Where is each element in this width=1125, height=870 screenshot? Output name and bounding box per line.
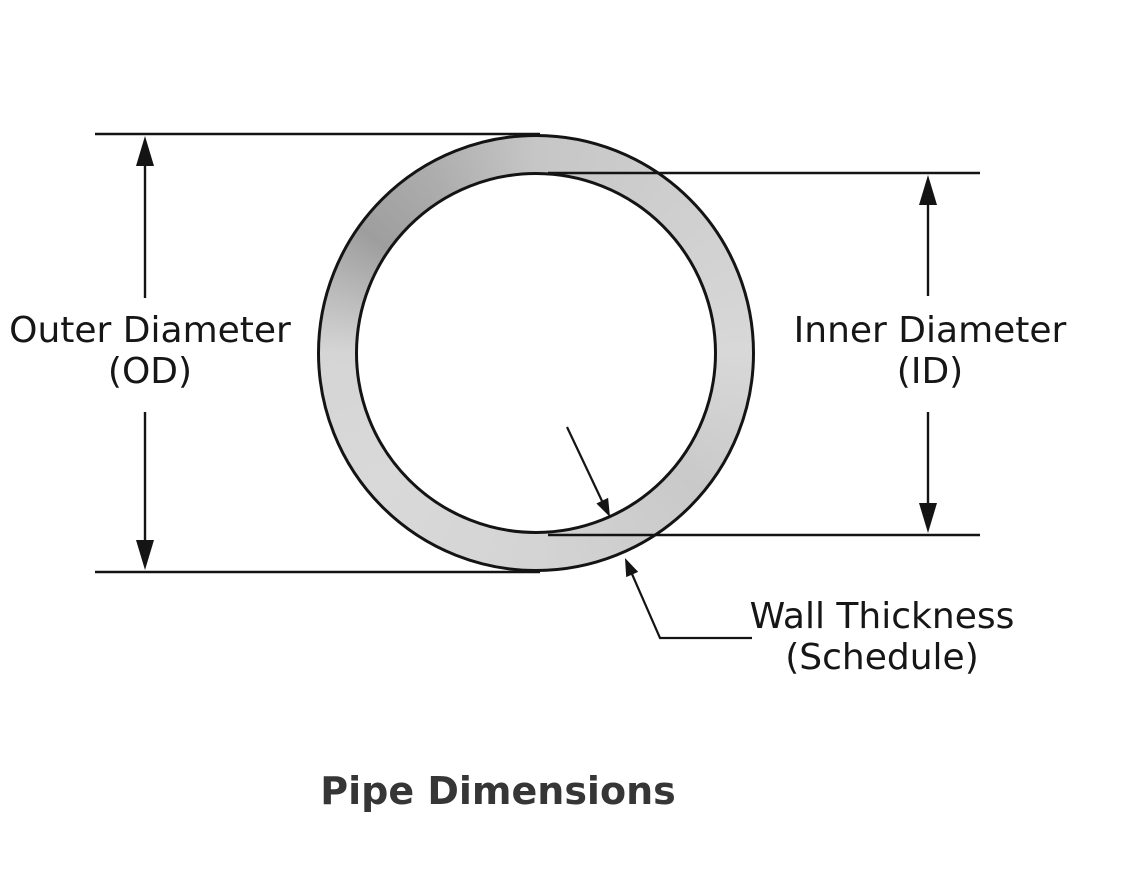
outer-diameter-label-line2: (OD) — [107, 351, 193, 392]
wall-inner-pointer-shaft — [566, 426, 603, 502]
inner-diameter-label-line1: Inner Diameter — [793, 310, 1067, 351]
diagram-title: Pipe Dimensions — [320, 769, 676, 813]
pipe-bore — [355, 172, 717, 534]
wall-thickness-label-line2: (Schedule) — [785, 637, 979, 678]
od-arrowhead-down-icon — [136, 540, 154, 570]
od-arrowhead-up-icon — [136, 136, 154, 166]
inner-diameter-label: Inner Diameter (ID) — [760, 310, 1100, 392]
outer-diameter-label: Outer Diameter (OD) — [0, 310, 320, 392]
wall-thickness-pointers — [566, 426, 752, 640]
wall-inner-arrowhead-icon — [596, 497, 610, 517]
inner-diameter-label-line2: (ID) — [896, 351, 964, 392]
wall-leader-line — [630, 573, 752, 640]
wall-outer-arrowhead-icon — [625, 558, 639, 578]
wall-thickness-label-line1: Wall Thickness — [749, 596, 1015, 637]
outer-diameter-label-line1: Outer Diameter — [9, 310, 291, 351]
id-arrowhead-up-icon — [919, 175, 937, 205]
od-dimension — [95, 132, 540, 574]
wall-thickness-label: Wall Thickness (Schedule) — [712, 596, 1052, 678]
id-arrowhead-down-icon — [919, 503, 937, 533]
id-dimension — [548, 171, 980, 537]
